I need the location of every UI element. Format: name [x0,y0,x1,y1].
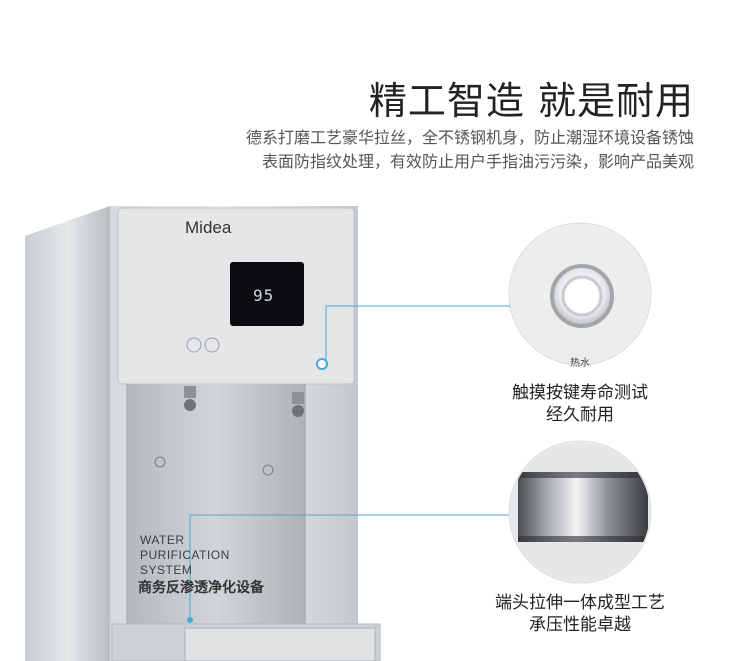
feature-forming-caption: 端头拉伸一体成型工艺 承压性能卓越 [490,592,670,636]
description-line-1: 德系打磨工艺豪华拉丝，全不锈钢机身，防止潮湿环境设备锈蚀 [245,128,694,147]
panel-text-water: WATER [140,533,185,547]
control-display [230,262,304,326]
panel-text-system: SYSTEM [140,563,193,577]
feature-touch-caption: 触摸按键寿命测试 经久耐用 [500,382,660,426]
panel-text-cn: 商务反渗透净化设备 [138,580,264,596]
temperature-readout: 95 [253,286,275,305]
panel-text-purification: PURIFICATION [140,548,230,562]
feature-touch-line1: 触摸按键寿命测试 [512,383,648,403]
feature-touch-line2: 经久耐用 [546,405,614,425]
feature-forming-line1: 端头拉伸一体成型工艺 [495,593,665,613]
knob-label: 热水 [570,358,590,369]
hot-water-button [316,358,328,370]
description-line-2: 表面防指纹处理，有效防止用户手指油污污染，影响产品美观 [261,152,694,171]
feature-forming-line2: 承压性能卓越 [529,615,631,635]
brand-logo: Midea [185,218,232,237]
headline-title: 精工智造 就是耐用 [368,79,694,123]
headline-description: 德系打磨工艺豪华拉丝，全不锈钢机身，防止潮湿环境设备锈蚀 表面防指纹处理，有效防… [246,126,694,174]
